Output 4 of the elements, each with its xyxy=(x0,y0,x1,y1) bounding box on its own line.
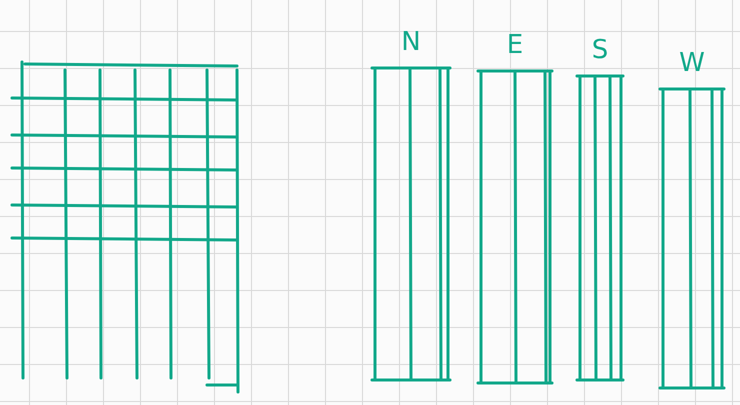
direction-label: W xyxy=(679,49,705,77)
direction-label: S xyxy=(592,36,608,64)
direction-label: E xyxy=(506,31,524,59)
direction-label: N xyxy=(401,28,421,56)
